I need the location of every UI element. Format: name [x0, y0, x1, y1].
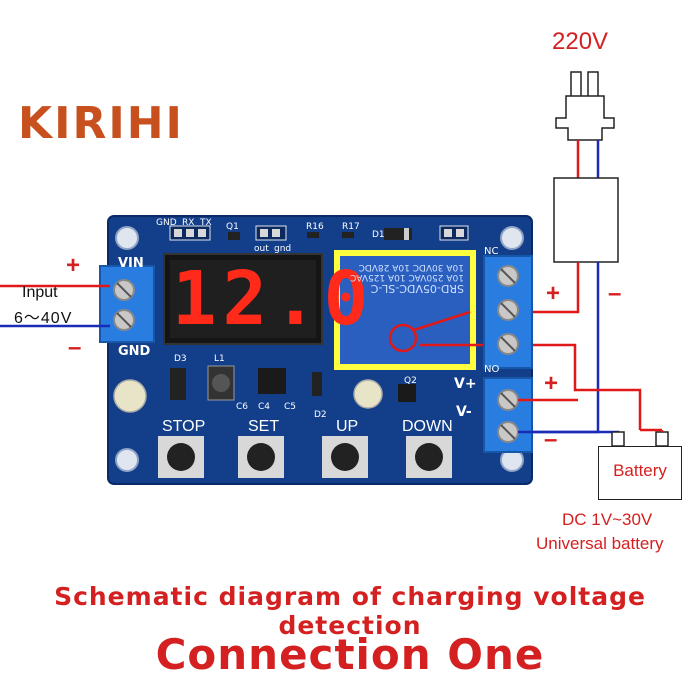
header-label-rx: RX	[182, 218, 195, 228]
battery-label: Battery	[613, 461, 667, 480]
up-button-shape	[322, 436, 368, 478]
down-button-label: DOWN	[402, 418, 453, 435]
set-button-label: SET	[248, 418, 280, 435]
label-c6: C6	[236, 402, 249, 412]
input-terminal	[99, 265, 155, 343]
label-nc: NC	[484, 246, 499, 257]
stop-button-shape	[158, 436, 204, 478]
mains-voltage-label: 220V	[552, 28, 609, 55]
battery-terminal-plus: +	[544, 370, 559, 397]
label-d3: D3	[174, 354, 187, 364]
charger-minus: –	[608, 280, 622, 307]
mains-plug-icon	[555, 71, 615, 141]
label-vin: VIN	[118, 256, 144, 271]
input-label: Input	[22, 284, 58, 301]
relay-spec-1: 10A 250VAC 10A 125VAC	[350, 272, 464, 282]
charger-plus: +	[546, 280, 561, 307]
display-value: 12.0	[172, 256, 375, 342]
label-no: NO	[484, 364, 500, 375]
label-q2: Q2	[404, 376, 417, 386]
brand-logo: KIRIHI	[18, 98, 184, 149]
battery-type: Universal battery	[536, 534, 664, 553]
label-vplus: V+	[454, 376, 477, 392]
relay-spec-2: 10A 30VDC 10A 28VDC	[358, 262, 464, 272]
battery-terminal-minus: –	[544, 426, 558, 453]
battery-voltage-range: DC 1V~30V	[562, 510, 653, 529]
label-r16: R16	[306, 222, 324, 232]
ic-chip	[258, 368, 286, 394]
stop-button-label: STOP	[162, 418, 206, 435]
relay-model: SRD-05VDC-SL-C	[370, 282, 464, 295]
label-r17: R17	[342, 222, 360, 232]
label-l1: L1	[214, 354, 225, 364]
out-label: out	[254, 244, 269, 254]
label-gnd: GND	[118, 344, 151, 359]
capacitor	[113, 379, 147, 413]
diode-d3	[170, 368, 186, 400]
set-button-shape	[238, 436, 284, 478]
label-d2: D2	[314, 410, 327, 420]
down-button-shape	[406, 436, 452, 478]
label-d1: D1	[372, 230, 385, 240]
battery-box	[598, 446, 682, 500]
header-label-tx: TX	[200, 218, 212, 228]
input-plus: +	[66, 252, 81, 279]
charger-box	[553, 177, 619, 263]
out-gnd-label: gnd	[274, 244, 292, 254]
relay-text: SRD-05VDC-SL-C 10A 250VAC 10A 125VAC 10A…	[346, 262, 464, 295]
diagram-caption: Schematic diagram of charging voltage de…	[54, 582, 646, 640]
input-range: 6～40V	[14, 310, 73, 327]
diagram-heading: Connection One	[155, 630, 545, 679]
header-label-gnd: GND	[156, 218, 177, 228]
label-c4: C4	[258, 402, 271, 412]
label-q1: Q1	[226, 222, 239, 232]
label-vminus: V-	[456, 404, 472, 420]
label-c5: C5	[284, 402, 297, 412]
up-button-label: UP	[336, 418, 359, 435]
input-minus: –	[68, 334, 82, 361]
